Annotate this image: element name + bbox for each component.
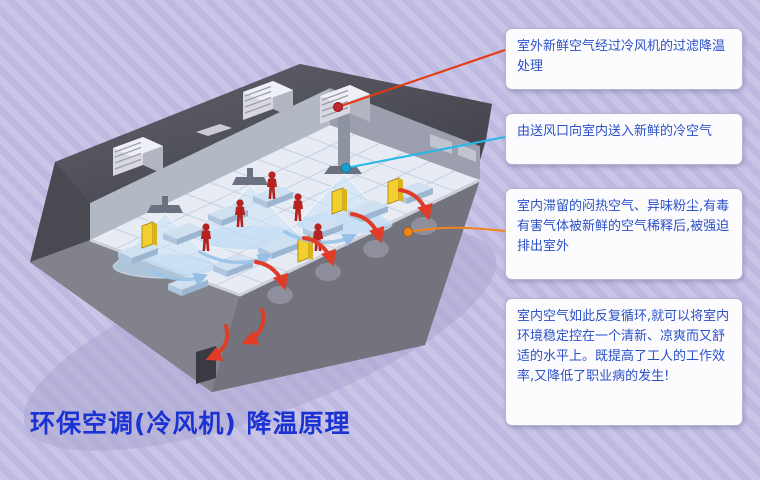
supply-duct	[338, 114, 350, 166]
callout-box-supply-outlet: 由送风口向室内送入新鲜的冷空气	[505, 113, 743, 165]
front-right-wall	[212, 180, 480, 392]
ceiling-diffusers	[147, 166, 362, 213]
connector-supply-outlet	[341, 136, 506, 173]
interior-back-left-wall	[90, 88, 330, 240]
roof	[55, 64, 492, 203]
connector-dot-cyan	[341, 163, 351, 173]
connector-dot-orange	[403, 227, 413, 237]
roof-marking	[196, 124, 232, 136]
page-title: 环保空调(冷风机) 降温原理	[30, 409, 351, 438]
exhaust-arrow-icon	[205, 188, 433, 361]
connector-fresh-intake	[333, 49, 506, 112]
callout-box-circulation: 室内空气如此反复循环,就可以将室内环境稳定控在一个清新、凉爽而又舒适的水平上。既…	[505, 298, 743, 426]
connector-dot-red	[333, 102, 343, 112]
callout-box-fresh-intake: 室外新鲜空气经过冷风机的过滤降温处理	[505, 28, 743, 90]
doorway	[196, 346, 216, 384]
callout-box-exhaust: 室内滞留的闷热空气、异味粉尘,有毒有害气体被新鲜的空气稀释后,被强迫排出室外	[505, 188, 743, 280]
connector-exhaust	[403, 226, 506, 237]
